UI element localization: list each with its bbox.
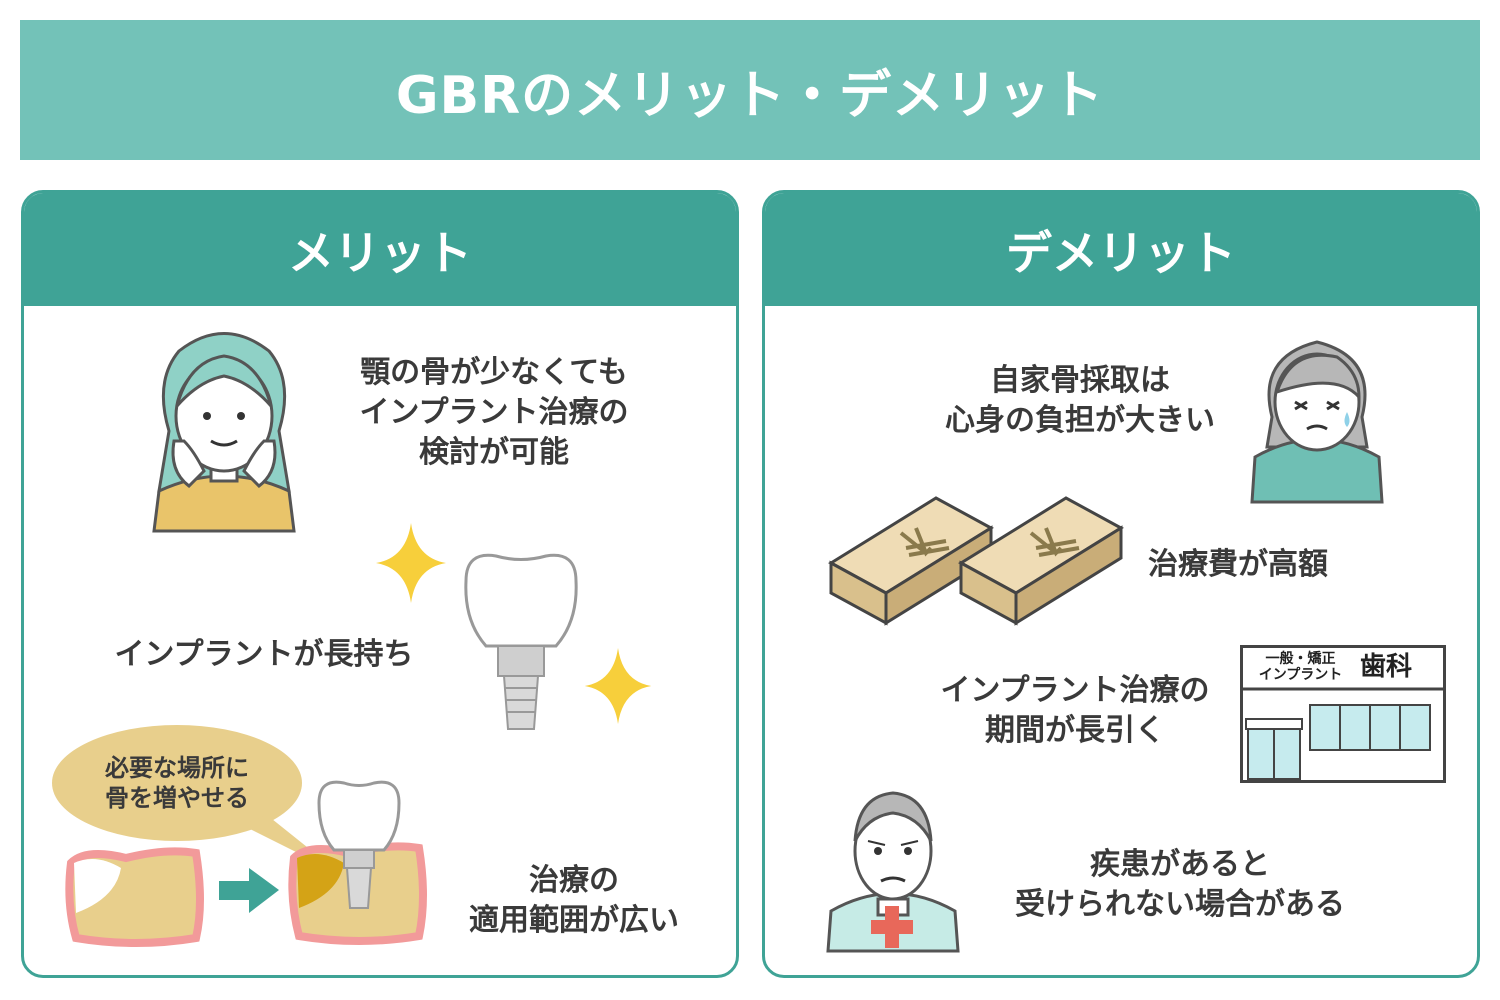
money-bundle-icon	[828, 496, 1124, 626]
clinic-sign-big: 歯科	[1360, 652, 1413, 682]
sick-man-icon	[826, 791, 960, 953]
demerit-item-3-text: インプラント治療の 期間が長引く	[940, 673, 1210, 748]
merit-panel: メリット 顎の骨が少なくても インプラント治療の 検討が可能 インプラントが長持…	[21, 190, 739, 978]
clinic-sign-small: 一般・矯正 インプラント	[1258, 651, 1343, 683]
merit-header: メリット	[24, 193, 736, 306]
demerit-item-1-text: 自家骨採取は 心身の負担が大きい	[945, 363, 1215, 438]
demerit-item-4-text: 疾患があると 受けられない場合がある	[1015, 847, 1345, 922]
arrow-right-icon	[219, 868, 279, 913]
title-banner: GBRのメリット・デメリット	[20, 20, 1480, 160]
merit-item-3-text: 治療の 適用範囲が広い	[469, 863, 679, 938]
merit-item-1-text: 顎の骨が少なくても インプラント治療の 検討が可能	[359, 355, 629, 470]
demerit-panel: デメリット 自家骨採取は 心身の負担が大きい 治療費が高額	[762, 190, 1480, 978]
bone-after-icon	[288, 780, 427, 945]
demerit-item-2-text: 治療費が高額	[1148, 547, 1328, 582]
sparkle-icon	[376, 523, 446, 603]
clinic-building-icon	[1240, 645, 1446, 783]
happy-woman-icon	[152, 332, 296, 533]
implant-crown-icon	[464, 553, 578, 730]
bubble-text: 必要な場所に 骨を増やせる	[105, 754, 249, 812]
page-title: GBRのメリット・デメリット	[395, 65, 1105, 126]
merit-item-2-text: インプラントが長持ち	[114, 637, 414, 672]
demerit-header: デメリット	[765, 193, 1477, 306]
bone-before-icon	[65, 847, 204, 947]
sparkle-icon	[584, 648, 652, 724]
merit-heading: メリット	[288, 225, 472, 280]
worried-woman-icon	[1250, 340, 1384, 504]
demerit-heading: デメリット	[1006, 225, 1236, 280]
